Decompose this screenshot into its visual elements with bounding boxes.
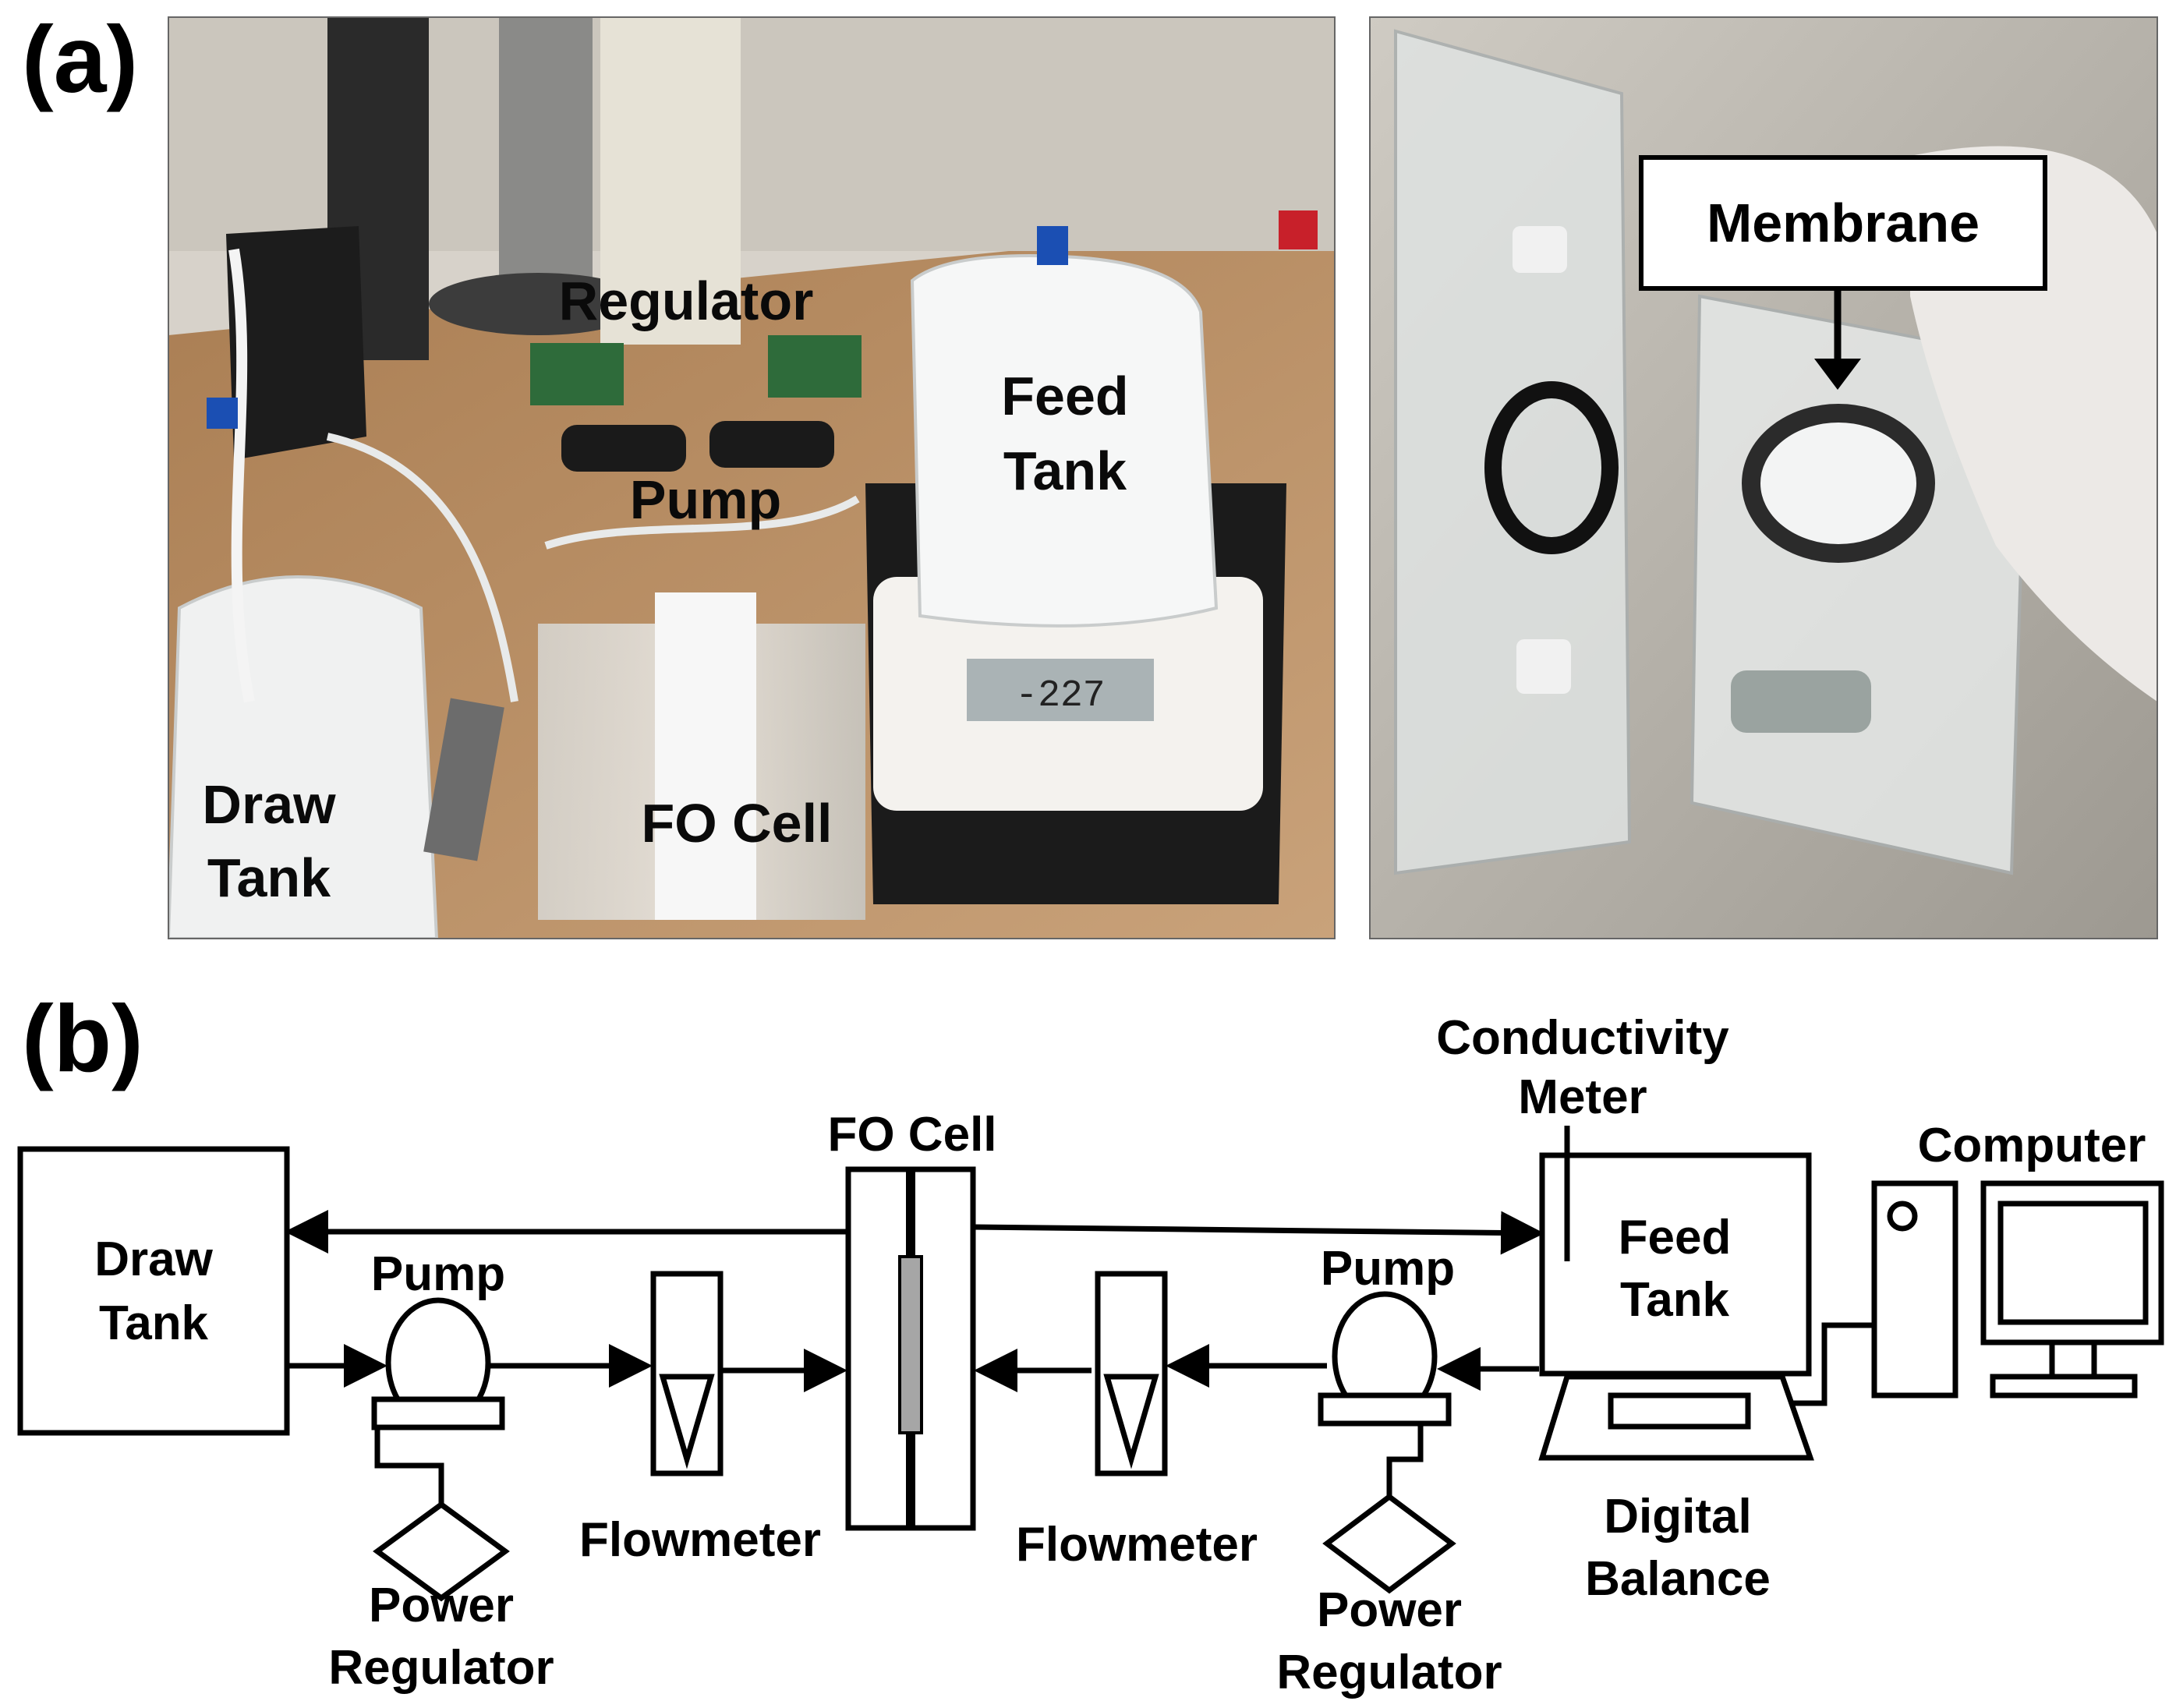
feed-tank-box bbox=[1539, 1152, 1812, 1377]
photo-label-feed-tank-2: Tank bbox=[1003, 440, 1127, 501]
draw-tank-label-2: Tank bbox=[99, 1296, 209, 1350]
balance-display bbox=[967, 659, 1154, 721]
draw-tank-label-1: Draw bbox=[94, 1232, 213, 1286]
pump-shape-right bbox=[709, 421, 834, 468]
computer-screen bbox=[1997, 1201, 2149, 1325]
pump-left-base bbox=[371, 1396, 505, 1430]
fo-cell-membrane bbox=[898, 1255, 923, 1434]
pump-right-base bbox=[1318, 1392, 1452, 1427]
balance-readout: -227 bbox=[1015, 675, 1105, 717]
power-regulator-left-shape bbox=[373, 1501, 510, 1602]
power-regulator-right-label-1: Power bbox=[1317, 1583, 1462, 1637]
pump-right-wire bbox=[1386, 1423, 1424, 1497]
panel-a-tag: (a) bbox=[22, 6, 138, 112]
photo-label-pump: Pump bbox=[630, 469, 781, 530]
power-regulator-left-label-1: Power bbox=[369, 1579, 514, 1632]
fo-cell-shape bbox=[655, 592, 756, 920]
membrane-disc bbox=[1742, 404, 1935, 563]
membrane-photo: Membrane bbox=[1369, 16, 2158, 939]
panel-b-tag: (b) bbox=[22, 985, 143, 1091]
o-ring bbox=[1484, 381, 1619, 554]
pump-left-wire bbox=[374, 1427, 444, 1505]
power-regulator-right-shape bbox=[1322, 1493, 1456, 1594]
fitting-shape bbox=[1731, 670, 1871, 733]
membrane-arrow-head bbox=[1814, 359, 1861, 390]
flowmeter-right-float bbox=[1103, 1374, 1159, 1469]
membrane-callout-box bbox=[1639, 155, 2047, 291]
digital-balance-label-2: Balance bbox=[1585, 1552, 1771, 1606]
computer-label: Computer bbox=[1918, 1119, 2146, 1172]
feed-tank-shape bbox=[910, 254, 1219, 628]
feed-tank-label-1: Feed bbox=[1619, 1211, 1732, 1264]
conductivity-label-2: Meter bbox=[1518, 1070, 1647, 1124]
flowmeter-left-label: Flowmeter bbox=[579, 1513, 821, 1567]
digital-balance-label-1: Digital bbox=[1604, 1490, 1751, 1544]
draw-tank-shape bbox=[168, 575, 439, 939]
setup-photo: -227 Regulator Feed Tank Pump Draw Tank … bbox=[168, 16, 1336, 939]
regulator-board-right bbox=[768, 335, 862, 398]
flowmeter-right-shape bbox=[1095, 1271, 1168, 1476]
photo-label-feed-tank-1: Feed bbox=[1001, 366, 1128, 426]
photo-label-draw-tank-1: Draw bbox=[202, 774, 336, 835]
photo-label-regulator: Regulator bbox=[559, 271, 814, 331]
pc-tower-shape bbox=[600, 17, 741, 345]
computer-power-button bbox=[1887, 1201, 1918, 1232]
balance-computer-cable bbox=[1793, 1322, 1873, 1406]
flowmeter-shape bbox=[423, 698, 504, 861]
power-regulator-left-label-2: Regulator bbox=[328, 1641, 554, 1695]
pump-shape-left bbox=[561, 425, 686, 472]
draw-tank-box bbox=[17, 1146, 290, 1436]
photo-label-draw-tank-2: Tank bbox=[207, 847, 331, 908]
fo-cell-label: FO Cell bbox=[827, 1108, 996, 1162]
return-line-feed bbox=[972, 1211, 1544, 1255]
feed-tank-label-2: Tank bbox=[1620, 1273, 1730, 1327]
pump-right-label: Pump bbox=[1321, 1242, 1455, 1296]
regulator-board-left bbox=[530, 343, 624, 405]
flowmeter-left-shape bbox=[650, 1271, 724, 1476]
pump-left-label: Pump bbox=[371, 1247, 505, 1301]
conductivity-label-1: Conductivity bbox=[1436, 1011, 1729, 1065]
keyboard-shape bbox=[226, 226, 366, 460]
membrane-label: Membrane bbox=[1707, 193, 1980, 253]
flowmeter-right-label: Flowmeter bbox=[1016, 1518, 1258, 1572]
acrylic-plate-left bbox=[1394, 29, 1632, 875]
digital-balance-display bbox=[1608, 1392, 1751, 1430]
computer-base bbox=[1990, 1374, 2138, 1399]
photo-label-fo-cell: FO Cell bbox=[641, 793, 832, 854]
power-regulator-right-label-2: Regulator bbox=[1276, 1646, 1502, 1699]
flowmeter-left-float bbox=[659, 1374, 715, 1469]
computer-stand bbox=[2049, 1339, 2097, 1380]
